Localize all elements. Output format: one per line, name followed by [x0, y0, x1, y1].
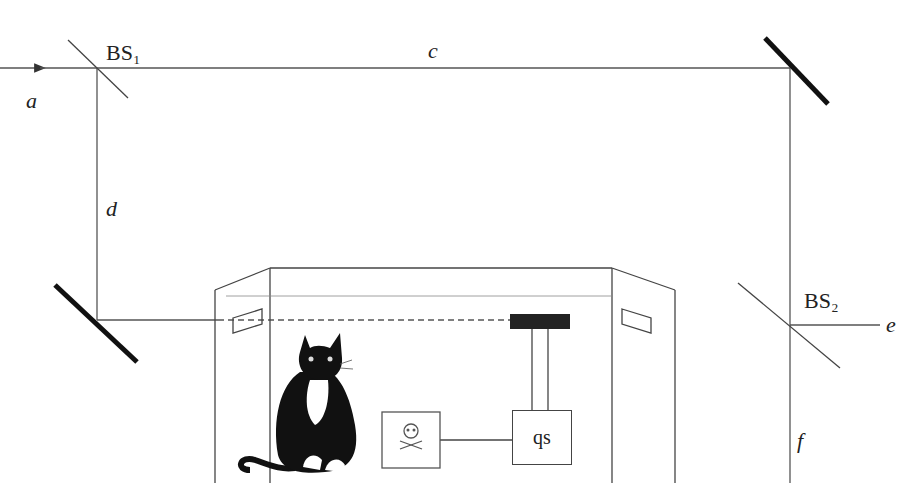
beam-label: c [428, 40, 438, 62]
mirror [55, 285, 137, 362]
beam-e [790, 324, 880, 325]
component-label: BS₁ [106, 42, 141, 64]
beam-label: e [886, 314, 896, 336]
cat-box [215, 268, 675, 483]
rod [547, 329, 548, 410]
beam-f [789, 68, 790, 483]
rod [531, 329, 532, 410]
beam-label: a [26, 90, 37, 112]
input-beam [0, 67, 40, 68]
poison-box [382, 412, 440, 468]
mirror [765, 38, 828, 104]
quantum-system-box: qs [512, 410, 572, 465]
wire [440, 439, 512, 440]
window [233, 309, 262, 333]
component-label: BS₂ [804, 290, 839, 312]
node-text: qs [533, 426, 551, 449]
shutter [510, 314, 570, 329]
beam-d [96, 68, 97, 320]
cat [241, 333, 356, 473]
beam-to-box [97, 319, 218, 320]
beam-c [40, 67, 790, 68]
beam-label: d [106, 198, 117, 220]
window [622, 309, 651, 333]
beam-label: f [797, 430, 803, 452]
beam-splitter [738, 283, 840, 368]
